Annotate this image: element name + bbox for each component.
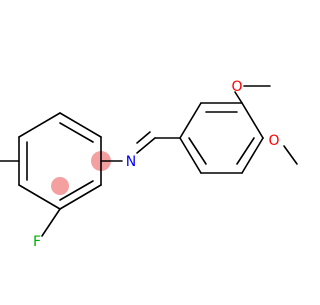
bonds (0, 85, 298, 237)
bond-c-f (41, 208, 61, 237)
atom-label-f: F (33, 234, 41, 250)
bond-n-ch (136, 137, 156, 154)
bond-ring2-inner-c (188, 137, 207, 165)
bond-ring2-inner-b (236, 137, 255, 165)
bond-ring2-c (241, 102, 264, 139)
bond-ring1-inner-b (59, 180, 94, 201)
bond-ring2-a (179, 102, 202, 139)
bond-o2-me (283, 145, 298, 165)
highlight-atom-c-f (51, 177, 69, 195)
highlight-ring (51, 151, 111, 195)
molecule-canvas: N F O O (0, 79, 298, 250)
atom-label-o-right: O (268, 133, 279, 149)
bond-c-o1 (234, 91, 243, 104)
bond-ring1-inner-a (59, 122, 94, 143)
bond-ring1-f (18, 112, 61, 138)
bond-ring1-c (59, 184, 102, 210)
bond-ring1-d (18, 184, 61, 210)
molecule-structure: N F O O (0, 79, 298, 250)
bond-n-ch-double (136, 131, 151, 144)
bond-ring2-d (241, 137, 264, 174)
atom-label-n: N (126, 154, 136, 170)
bond-ring2-f (179, 137, 202, 174)
atom-label-o-top: O (231, 79, 242, 95)
bond-ring1-a (59, 112, 102, 138)
